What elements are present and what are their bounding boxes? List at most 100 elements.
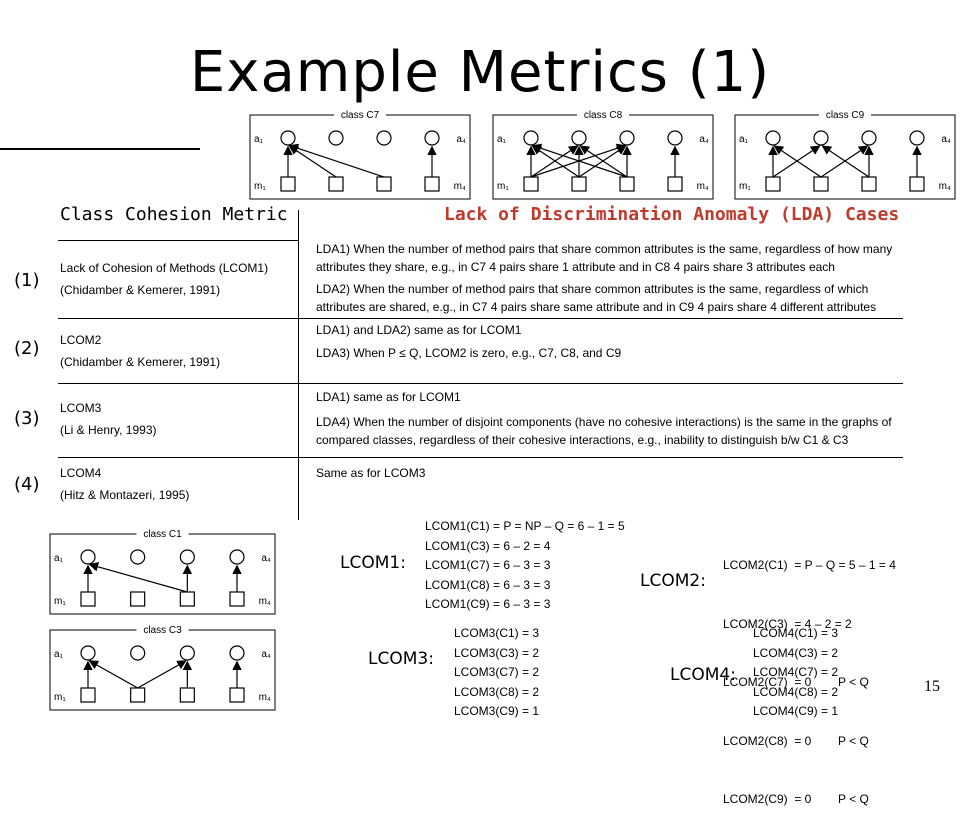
method-node bbox=[229, 687, 245, 703]
row-index: (4) bbox=[14, 474, 40, 495]
class-title: class C8 bbox=[584, 110, 623, 121]
attribute-node bbox=[813, 130, 829, 146]
metric-ref: (Hitz & Montazeri, 1995) bbox=[60, 488, 190, 502]
class-title: class C7 bbox=[341, 110, 380, 121]
metric-name: LCOM4 bbox=[60, 466, 102, 480]
slide-title: Example Metrics (1) bbox=[189, 40, 771, 105]
row-index: (3) bbox=[14, 408, 40, 429]
usage-edge bbox=[288, 145, 337, 178]
attribute-node bbox=[328, 130, 344, 146]
lcom3-label: LCOM3: bbox=[368, 649, 434, 669]
attribute-node bbox=[280, 130, 296, 146]
page-number: 15 bbox=[924, 678, 940, 695]
class-title-bg bbox=[334, 109, 386, 119]
attribute-label: a₄ bbox=[456, 134, 466, 145]
calc-line: LCOM3(C9) = 1 bbox=[454, 704, 540, 718]
method-node bbox=[861, 176, 877, 192]
calc-line: LCOM1(C7) = 6 – 3 = 3 bbox=[425, 558, 551, 572]
calc-line: LCOM4(C8) = 2 bbox=[753, 684, 839, 699]
method-node bbox=[571, 176, 587, 192]
method-label: m₄ bbox=[259, 596, 271, 607]
method-label: m₁ bbox=[254, 181, 266, 192]
row-separator bbox=[58, 318, 903, 319]
row-index: (2) bbox=[14, 338, 40, 359]
method-label: m₄ bbox=[454, 181, 466, 192]
usage-edge bbox=[531, 143, 628, 178]
calc-line: LCOM2(C8) = 0 P < Q bbox=[723, 733, 869, 748]
usage-edge bbox=[88, 660, 138, 689]
calc-line: LCOM4(C7) = 2 bbox=[753, 665, 839, 679]
metric-name: LCOM3 bbox=[60, 401, 102, 415]
lda-case: LDA1) When the number of method pairs th… bbox=[316, 242, 893, 274]
method-label: m₁ bbox=[54, 692, 66, 703]
method-label: m₄ bbox=[259, 692, 271, 703]
lda-case: Same as for LCOM3 bbox=[316, 466, 426, 480]
attribute-node bbox=[80, 645, 96, 661]
class-title: class C1 bbox=[143, 529, 182, 540]
attribute-node bbox=[571, 130, 587, 146]
method-node bbox=[376, 176, 392, 192]
usage-edge bbox=[772, 145, 821, 178]
metric-cell: LCOM3 (Li & Henry, 1993) bbox=[60, 397, 157, 441]
usage-edge bbox=[88, 562, 188, 593]
lcom4-calculations: LCOM4(C1) = 3 LCOM4(C3) = 2 LCOM4(C7) = … bbox=[753, 624, 838, 722]
metric-cell: Lack of Cohesion of Methods (LCOM1) (Chi… bbox=[60, 257, 268, 301]
class-title: class C9 bbox=[826, 110, 865, 121]
method-node bbox=[667, 176, 683, 192]
usage-edge bbox=[821, 145, 870, 178]
row-separator bbox=[58, 240, 298, 241]
usage-edge bbox=[578, 145, 627, 178]
calc-line: LCOM4(C9) = 1 bbox=[753, 704, 839, 718]
attribute-node bbox=[179, 549, 195, 565]
lda-case: LDA1) and LDA2) same as for LCOM1 bbox=[316, 323, 522, 337]
usage-edge bbox=[530, 143, 627, 178]
metric-ref: (Chidamber & Kemerer, 1991) bbox=[60, 355, 221, 369]
attribute-node bbox=[80, 549, 96, 565]
lda-case: LDA1) same as for LCOM1 bbox=[316, 390, 461, 404]
attribute-label: a₄ bbox=[261, 649, 271, 660]
attribute-node bbox=[179, 645, 195, 661]
usage-edge bbox=[820, 145, 869, 178]
title-rule bbox=[0, 148, 200, 150]
attribute-label: a₁ bbox=[739, 134, 749, 145]
attribute-node bbox=[667, 130, 683, 146]
metric-ref: (Li & Henry, 1993) bbox=[60, 423, 157, 437]
attribute-node bbox=[130, 645, 146, 661]
table-divider-vertical bbox=[298, 210, 299, 520]
class-title-bg bbox=[136, 528, 189, 538]
attribute-label: a₄ bbox=[699, 134, 709, 145]
method-node bbox=[523, 176, 539, 192]
method-node bbox=[80, 591, 96, 607]
calc-line: LCOM1(C1) = P = NP – Q = 6 – 1 = 5 bbox=[425, 519, 625, 533]
attribute-node bbox=[861, 130, 877, 146]
attribute-node bbox=[619, 130, 635, 146]
calc-line: LCOM2(C7) = 0 P < Q bbox=[723, 675, 869, 689]
lcom4-label: LCOM4: bbox=[670, 665, 736, 685]
lda-case: LDA3) When P ≤ Q, LCOM2 is zero, e.g., C… bbox=[316, 346, 622, 360]
method-node bbox=[130, 687, 146, 703]
attribute-label: a₄ bbox=[261, 553, 271, 564]
attribute-label: a₁ bbox=[254, 134, 264, 145]
lcom1-label: LCOM1: bbox=[340, 553, 406, 573]
calc-line: LCOM1(C3) = 6 – 2 = 4 bbox=[425, 538, 551, 553]
calc-line: LCOM1(C9) = 6 – 3 = 3 bbox=[425, 597, 551, 611]
metric-ref: (Chidamber & Kemerer, 1991) bbox=[60, 283, 221, 297]
calc-line: LCOM2(C9) = 0 P < Q bbox=[723, 792, 869, 806]
calc-line: LCOM2(C3) = 4 – 2 = 2 bbox=[723, 616, 852, 631]
usage-edge bbox=[137, 660, 187, 689]
class-title: class C3 bbox=[143, 625, 182, 636]
lcom2-label: LCOM2: bbox=[640, 571, 706, 591]
header-lda-cases: Lack of Discrimination Anomaly (LDA) Cas… bbox=[444, 204, 900, 225]
lda-case: LDA4) When the number of disjoint compon… bbox=[316, 415, 892, 447]
attribute-label: a₁ bbox=[54, 649, 64, 660]
method-node bbox=[179, 591, 195, 607]
calc-line: LCOM2(C1) = P – Q = 5 – 1 = 4 bbox=[723, 558, 896, 572]
attribute-node bbox=[229, 549, 245, 565]
header-metric: Class Cohesion Metric bbox=[60, 204, 288, 225]
attribute-label: a₄ bbox=[941, 134, 951, 145]
metric-name: LCOM2 bbox=[60, 333, 102, 347]
attribute-node bbox=[523, 130, 539, 146]
lcom3-calculations: LCOM3(C1) = 3 LCOM3(C3) = 2 LCOM3(C7) = … bbox=[454, 624, 539, 722]
method-label: m₁ bbox=[739, 181, 751, 192]
attribute-node bbox=[765, 130, 781, 146]
